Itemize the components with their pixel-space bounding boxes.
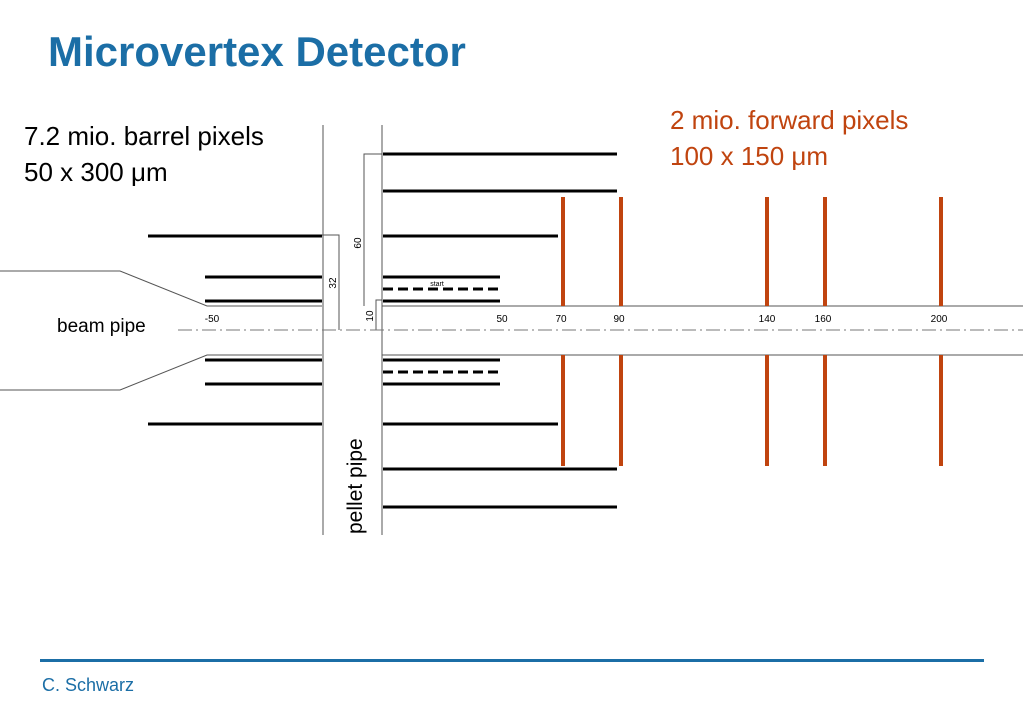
beam-pipe-label: beam pipe bbox=[57, 316, 146, 337]
page-title: Microvertex Detector bbox=[48, 28, 466, 75]
forward-pixels-size: 100 x 150 μm bbox=[670, 141, 829, 171]
tick-label: 200 bbox=[931, 314, 948, 325]
tick-label: 160 bbox=[815, 314, 832, 325]
barrel-pixels-label: 7.2 mio. barrel pixels 50 x 300 μm bbox=[24, 118, 264, 190]
forward-disks bbox=[561, 197, 943, 466]
tick-label: 70 bbox=[555, 314, 567, 325]
forward-pixels-label: 2 mio. forward pixels 100 x 150 μm bbox=[670, 102, 908, 174]
tick-label: -50 bbox=[205, 314, 220, 325]
dimension-markers bbox=[322, 153, 382, 330]
barrel-layers-left bbox=[148, 234, 322, 426]
barrel-pixels-size: 50 x 300 μm bbox=[24, 157, 168, 187]
footer-author: C. Schwarz bbox=[42, 675, 135, 695]
axis-tick-labels: -50 50 70 90 140 160 200 bbox=[205, 314, 948, 325]
dimension-10-label: 10 bbox=[365, 310, 376, 322]
tick-label: 140 bbox=[759, 314, 776, 325]
tick-label: 50 bbox=[496, 314, 508, 325]
tick-label: 90 bbox=[613, 314, 625, 325]
start-label: start bbox=[430, 281, 444, 288]
footer-divider bbox=[40, 659, 984, 662]
barrel-layers-right bbox=[383, 152, 617, 509]
dimension-32-label: 32 bbox=[328, 277, 339, 289]
pellet-pipe-label: pellet pipe bbox=[344, 438, 367, 534]
forward-pixels-count: 2 mio. forward pixels bbox=[670, 105, 909, 135]
barrel-pixels-count: 7.2 mio. barrel pixels bbox=[24, 121, 264, 151]
dimension-60-label: 60 bbox=[353, 237, 364, 249]
beam-pipe-outline bbox=[0, 270, 1023, 391]
